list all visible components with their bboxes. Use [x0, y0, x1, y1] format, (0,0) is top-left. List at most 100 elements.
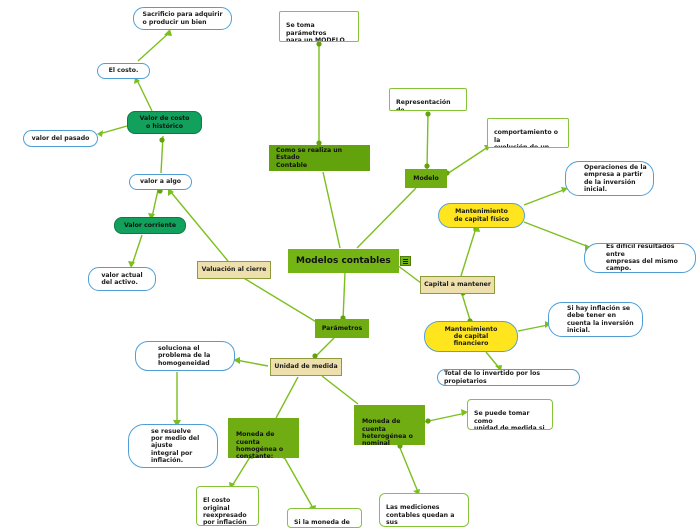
- node-modelo-label: Modelo: [413, 174, 439, 182]
- connector-central-parametros: [342, 271, 346, 321]
- arrowhead: [168, 188, 174, 196]
- arrowhead: [128, 261, 135, 268]
- arrowhead: [233, 357, 240, 364]
- connector-dot: [316, 140, 322, 146]
- node-se-toma-parametros[interactable]: Se toma parámetros para un MODELO CONTAB…: [279, 11, 359, 42]
- node-parametros[interactable]: Parámetros: [315, 319, 369, 338]
- node-modelo[interactable]: Modelo: [405, 169, 447, 188]
- node-soluciona-problema[interactable]: soluciona el problema de la homogeneidad: [135, 341, 235, 371]
- connector-dot: [425, 418, 431, 424]
- connector-valuacion-valoralgo: [169, 190, 229, 262]
- node-si-hay-inflacion[interactable]: Si hay inflación se debe tener en cuenta…: [548, 302, 643, 337]
- node-como-se-realiza-label: Como se realiza un Estado Contable: [276, 147, 343, 169]
- node-el-costo-original-label: El costo original reexpresado por inflac…: [203, 497, 247, 526]
- arrowhead: [461, 409, 468, 416]
- arrowhead: [173, 420, 181, 427]
- node-moneda-homogenea-label: Moneda de cuenta homogénea o constante:: [236, 431, 284, 458]
- connector-costohist-pasado: [98, 125, 128, 135]
- node-valor-actual[interactable]: valor actual del activo.: [88, 267, 156, 291]
- node-mantenimiento-financiero-label: Mantenimiento de capital financiero: [444, 325, 498, 348]
- central-topic-label: Modelos contables: [296, 255, 391, 266]
- connector-heterogenea-sepuede: [423, 412, 467, 423]
- connector-homogenea-silamoneda: [283, 456, 314, 509]
- node-se-resuelve[interactable]: se resuelve por medio del ajuste integra…: [128, 424, 218, 468]
- node-las-mediciones-label: Las mediciones contables quedan a sus va…: [386, 504, 455, 526]
- node-sacrificio-label: Sacrificio para adquirir o producir un b…: [142, 11, 223, 26]
- node-valor-corriente[interactable]: Valor corriente: [114, 217, 186, 234]
- node-parametros-label: Parámetros: [321, 324, 363, 332]
- connector-dot: [425, 111, 431, 117]
- node-valuacion-cierre[interactable]: Valuación al cierre: [197, 261, 271, 279]
- node-total-invertido[interactable]: Total de lo invertido por los propietari…: [437, 369, 580, 386]
- connector-parametros-valuacion: [241, 276, 319, 324]
- node-como-se-realiza[interactable]: Como se realiza un Estado Contable: [269, 145, 370, 171]
- connector-heterogenea-mediciones: [397, 442, 419, 493]
- node-comportamiento-label: comportamiento o la evolución de un proc…: [494, 129, 559, 148]
- central-topic[interactable]: Modelos contables: [288, 249, 399, 273]
- connector-central-capital: [396, 264, 422, 284]
- connector-corriente-actual: [131, 234, 143, 266]
- arrowhead: [164, 29, 172, 36]
- node-las-mediciones[interactable]: Las mediciones contables quedan a sus va…: [379, 493, 469, 527]
- node-capital-mantener-label: Capital a mantener: [424, 281, 491, 289]
- node-moneda-homogenea[interactable]: Moneda de cuenta homogénea o constante:: [228, 418, 299, 458]
- node-mantenimiento-financiero[interactable]: Mantenimiento de capital financiero: [424, 321, 518, 352]
- arrowhead: [97, 130, 103, 137]
- arrowhead: [148, 213, 155, 220]
- connector-unidad-soluciona: [235, 359, 269, 367]
- connector-modelo-representacion: [426, 113, 429, 171]
- node-se-puede-tomar[interactable]: Se puede tomar como unidad de medida si …: [467, 399, 553, 430]
- node-el-costo[interactable]: El costo.: [97, 63, 150, 79]
- connector-parametros-unidad: [314, 336, 336, 358]
- connector-costohist-elcosto: [136, 79, 153, 112]
- node-representacion-label: Representación de la realidad: [396, 99, 451, 111]
- connector-dot: [159, 137, 165, 143]
- connector-elcosto-sacrificio: [137, 31, 171, 62]
- node-si-hay-inflacion-label: Si hay inflación se debe tener en cuenta…: [567, 304, 634, 334]
- node-se-puede-tomar-label: Se puede tomar como unidad de medida si …: [474, 410, 545, 430]
- node-valor-costo-historico[interactable]: Valor de costo o histórico: [127, 111, 202, 134]
- node-valuacion-cierre-label: Valuación al cierre: [201, 266, 267, 274]
- node-valor-del-pasado-label: valor del pasado: [31, 134, 90, 142]
- notes-icon[interactable]: [400, 256, 411, 266]
- connector-dot: [316, 41, 322, 47]
- node-moneda-heterogenea-label: Moneda de cuenta heterogénea o nominal: [362, 418, 413, 445]
- node-valor-corriente-label: Valor corriente: [123, 221, 177, 229]
- node-total-invertido-label: Total de lo invertido por los propietari…: [444, 370, 541, 385]
- node-el-costo-label: El costo.: [108, 67, 139, 75]
- node-unidad-medida-label: Unidad de medida: [274, 363, 338, 371]
- node-se-toma-parametros-label: Se toma parámetros para un MODELO CONTAB…: [286, 22, 345, 42]
- node-valor-a-algo-label: valor a algo: [139, 178, 182, 186]
- connector-financiero-inflacion: [517, 324, 549, 332]
- node-dificil-resultados-label: Es difícil resultados entre empresas del…: [606, 243, 678, 273]
- connector-dot: [312, 353, 318, 359]
- node-valor-costo-historico-label: Valor de costo o histórico: [139, 115, 190, 130]
- node-el-costo-original[interactable]: El costo original reexpresado por inflac…: [196, 486, 259, 526]
- connector-unidad-heterogenea: [321, 375, 359, 405]
- node-valor-del-pasado[interactable]: valor del pasado: [23, 130, 98, 147]
- node-sacrificio[interactable]: Sacrificio para adquirir o producir un b…: [133, 7, 232, 30]
- node-representacion[interactable]: Representación de la realidad: [389, 88, 467, 111]
- node-moneda-heterogenea[interactable]: Moneda de cuenta heterogénea o nominal: [354, 405, 425, 445]
- node-operaciones-capital-label: Operaciones de la empresa a partir de la…: [584, 163, 647, 193]
- connector-dot: [424, 163, 430, 169]
- node-dificil-resultados[interactable]: Es difícil resultados entre empresas del…: [584, 243, 696, 273]
- connector-valoralgo-corriente: [151, 189, 159, 218]
- node-comportamiento[interactable]: comportamiento o la evolución de un proc…: [487, 118, 569, 148]
- node-mantenimiento-fisico-label: Mantenimiento de capital físico: [453, 208, 510, 223]
- node-si-la-moneda[interactable]: Si la moneda de: [287, 508, 362, 528]
- node-si-la-moneda-label: Si la moneda de: [294, 519, 350, 527]
- connector-central-modelo: [356, 187, 417, 249]
- connector-capital-financiero: [461, 293, 471, 321]
- connector-central-como: [322, 171, 341, 249]
- connector-unidad-homogenea: [275, 376, 299, 419]
- node-valor-a-algo[interactable]: valor a algo: [129, 174, 192, 190]
- connector-homogenea-costoorig: [231, 456, 251, 487]
- node-mantenimiento-fisico[interactable]: Mantenimiento de capital físico: [438, 203, 525, 228]
- node-unidad-medida[interactable]: Unidad de medida: [270, 358, 342, 376]
- node-soluciona-problema-label: soluciona el problema de la homogeneidad: [158, 345, 211, 367]
- node-operaciones-capital[interactable]: Operaciones de la empresa a partir de la…: [565, 161, 654, 196]
- node-valor-actual-label: valor actual del activo.: [101, 271, 143, 286]
- node-capital-mantener[interactable]: Capital a mantener: [420, 276, 495, 294]
- connector-fisico-dificil: [523, 221, 590, 248]
